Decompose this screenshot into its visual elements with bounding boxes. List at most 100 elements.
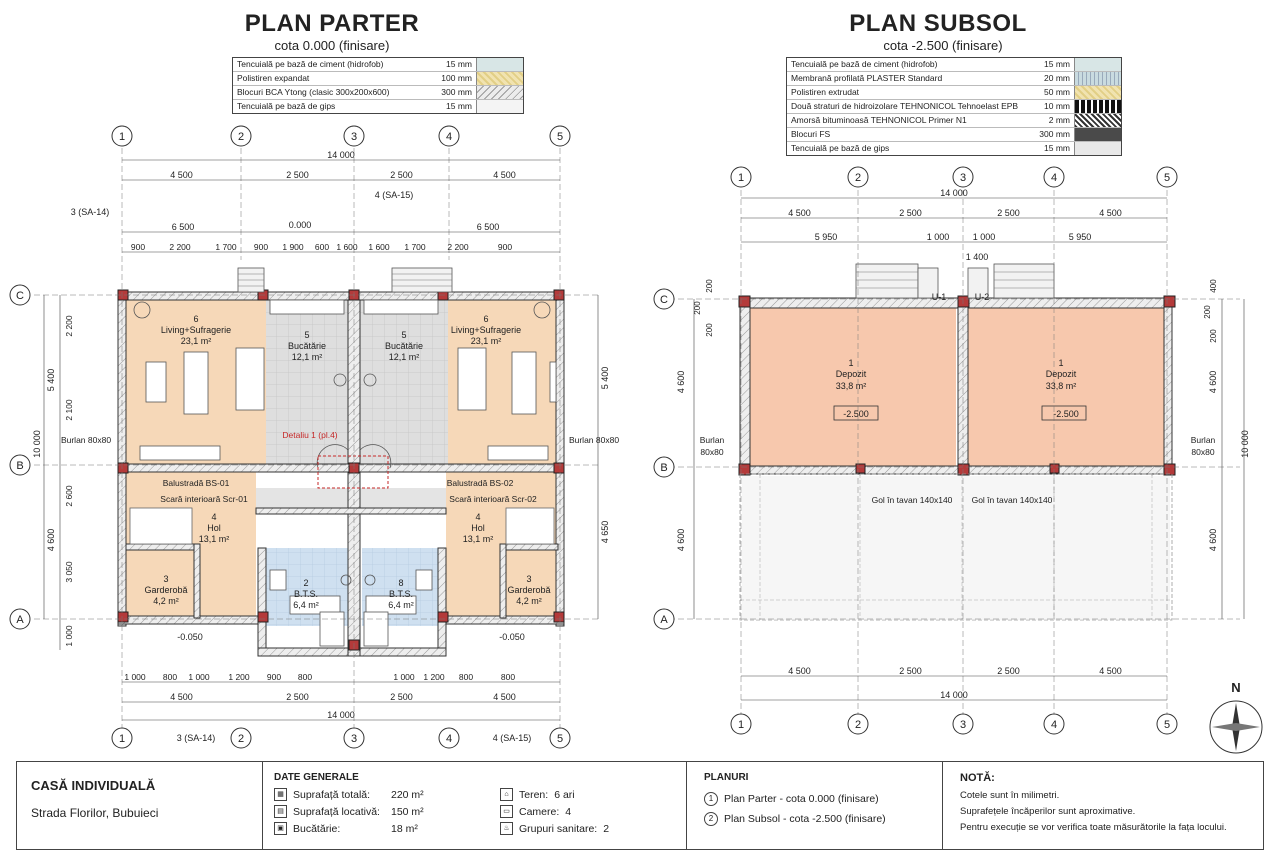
axis-top-4-label: 4 bbox=[446, 131, 452, 143]
legend-row: Blocuri BCA Ytong (clasic 300x200x600)30… bbox=[233, 85, 523, 100]
axis-top-1-label: 1 bbox=[119, 131, 125, 143]
plan-label[interactable]: Plan Subsol - cota -2.500 (finisare) bbox=[724, 813, 886, 825]
axis-left-B-label: B bbox=[660, 462, 667, 474]
dim-detail: 900 bbox=[131, 242, 145, 252]
legend-row: Tencuială pe bază de ciment (hidrofob)15… bbox=[233, 58, 523, 72]
dim-main: 4 500 bbox=[493, 170, 516, 180]
room-name: B.T.S. bbox=[389, 589, 413, 599]
note-burlan: Burlan 80x80 bbox=[61, 435, 111, 445]
plan-label[interactable]: Plan Parter - cota 0.000 (finisare) bbox=[724, 793, 879, 805]
dim-detail: 900 bbox=[498, 242, 512, 252]
dim-bottom-main: 2 500 bbox=[997, 666, 1020, 676]
dim-left: 2 200 bbox=[64, 315, 74, 337]
general-label: Bucătărie: bbox=[293, 822, 341, 835]
legend-label: Amorsă bituminoasă TEHNONICOL Primer N1 bbox=[787, 113, 1032, 128]
room-number: 1 bbox=[1058, 358, 1063, 368]
axis-top-2-label: 2 bbox=[855, 172, 861, 184]
room-name: Depozit bbox=[836, 369, 867, 379]
note-line: Suprafețele încăperilor sunt aproximativ… bbox=[960, 806, 1136, 817]
general-value: 220 m² bbox=[391, 788, 424, 801]
room-name: Depozit bbox=[1046, 369, 1077, 379]
dim-right: 5 400 bbox=[600, 367, 610, 390]
axis-top-5-label: 5 bbox=[557, 131, 563, 143]
door-label: U-2 bbox=[975, 292, 990, 302]
legend-swatch bbox=[477, 58, 523, 71]
general-data-cell: DATE GENERALE ▦Suprafață totală:220 m² ▤… bbox=[262, 762, 687, 849]
room-number: 8 bbox=[398, 578, 403, 588]
room-name: Garderobă bbox=[144, 585, 187, 595]
left-material-legend: Tencuială pe bază de ciment (hidrofob)15… bbox=[232, 57, 524, 114]
dim-bottom-main: 4 500 bbox=[1099, 666, 1122, 676]
legend-label: Membrană profilată PLASTER Standard bbox=[787, 71, 1032, 86]
section-mark: 4 (SA-15) bbox=[493, 733, 532, 743]
legend-thickness: 2 mm bbox=[1032, 113, 1075, 128]
axis-bottom-2-bubble bbox=[847, 713, 869, 735]
axis-left-C-label: C bbox=[16, 290, 24, 302]
dim-left: 2 600 bbox=[64, 485, 74, 507]
dim-bottom-main: 2 500 bbox=[899, 666, 922, 676]
right-material-legend: Tencuială pe bază de ciment (hidrofob)15… bbox=[786, 57, 1122, 156]
dim-detail: 1 700 bbox=[215, 242, 237, 252]
axis-bottom-4-label: 4 bbox=[1051, 719, 1057, 731]
general-value: 150 m² bbox=[391, 805, 424, 818]
note-stair: Scară interioară Scr-01 bbox=[160, 494, 248, 504]
dim-bottom-detail: 900 bbox=[267, 672, 281, 682]
note-burlan: 80x80 bbox=[1191, 447, 1214, 457]
legend-swatch bbox=[1075, 86, 1121, 99]
room-area: 33,8 m² bbox=[836, 381, 867, 391]
room-name: Garderobă bbox=[507, 585, 550, 595]
axis-bottom-2-bubble bbox=[230, 727, 252, 749]
axis-left-C-label: C bbox=[660, 294, 668, 306]
dim-bottom-detail: 1 000 bbox=[393, 672, 415, 682]
dim-small: 200 bbox=[1203, 305, 1212, 319]
axis-top-3-label: 3 bbox=[960, 172, 966, 184]
room-name: Hol bbox=[207, 523, 221, 533]
plan-number: 1 bbox=[704, 792, 718, 806]
legend-thickness: 300 mm bbox=[434, 85, 477, 100]
general-value: 4 bbox=[565, 805, 572, 818]
general-label: Suprafață locativă: bbox=[293, 805, 380, 818]
legend-swatch bbox=[477, 100, 523, 113]
legend-thickness: 50 mm bbox=[1032, 85, 1075, 100]
axis-left-A-label: A bbox=[16, 614, 24, 626]
note-burlan: Burlan bbox=[700, 435, 725, 445]
axis-bottom-4-bubble bbox=[438, 727, 460, 749]
room-area: 13,1 m² bbox=[199, 534, 230, 544]
dim-right: 4 650 bbox=[600, 521, 610, 544]
room-number: 2 bbox=[303, 578, 308, 588]
project-cell: CASĂ INDIVIDUALĂ Strada Florilor, Bubuie… bbox=[17, 762, 263, 849]
dim-left-big: 4 600 bbox=[46, 529, 56, 552]
area-icon: ▦ bbox=[274, 788, 287, 801]
project-address: Strada Florilor, Bubuieci bbox=[31, 806, 159, 820]
room-level: -2.500 bbox=[1053, 409, 1079, 419]
notes-title: NOTĂ: bbox=[960, 772, 995, 784]
legend-label: Polistiren expandat bbox=[233, 71, 434, 86]
dim-detail: 1 900 bbox=[282, 242, 304, 252]
legend-thickness: 300 mm bbox=[1032, 127, 1075, 142]
note-detail: Detaliu 1 (pl.4) bbox=[282, 430, 337, 440]
room-area: 4,2 m² bbox=[516, 596, 542, 606]
legend-swatch bbox=[1075, 142, 1121, 155]
dim-small: 200 bbox=[1209, 329, 1218, 343]
title-block: CASĂ INDIVIDUALĂ Strada Florilor, Bubuie… bbox=[16, 761, 1264, 850]
dim-bottom-detail: 1 000 bbox=[124, 672, 146, 682]
dim-detail: 5 950 bbox=[815, 232, 838, 242]
axis-bottom-3-label: 3 bbox=[351, 733, 357, 745]
dim-total-v: 10 000 bbox=[1240, 430, 1250, 458]
room-area: 23,1 m² bbox=[471, 336, 502, 346]
legend-swatch bbox=[1075, 72, 1121, 85]
right-plan-title: PLAN SUBSOL bbox=[849, 10, 1027, 37]
legend-label: Blocuri BCA Ytong (clasic 300x200x600) bbox=[233, 85, 434, 100]
room-level: -2.500 bbox=[843, 409, 869, 419]
living-area-icon: ▤ bbox=[274, 805, 287, 818]
dim-bottom-main: 2 500 bbox=[286, 692, 309, 702]
kitchen-icon: ▣ bbox=[274, 822, 287, 835]
plan-number: 2 bbox=[704, 812, 718, 826]
left-plan-subtitle: cota 0.000 (finisare) bbox=[274, 38, 390, 53]
axis-bottom-3-bubble bbox=[952, 713, 974, 735]
dim-left-big: 5 400 bbox=[46, 369, 56, 392]
